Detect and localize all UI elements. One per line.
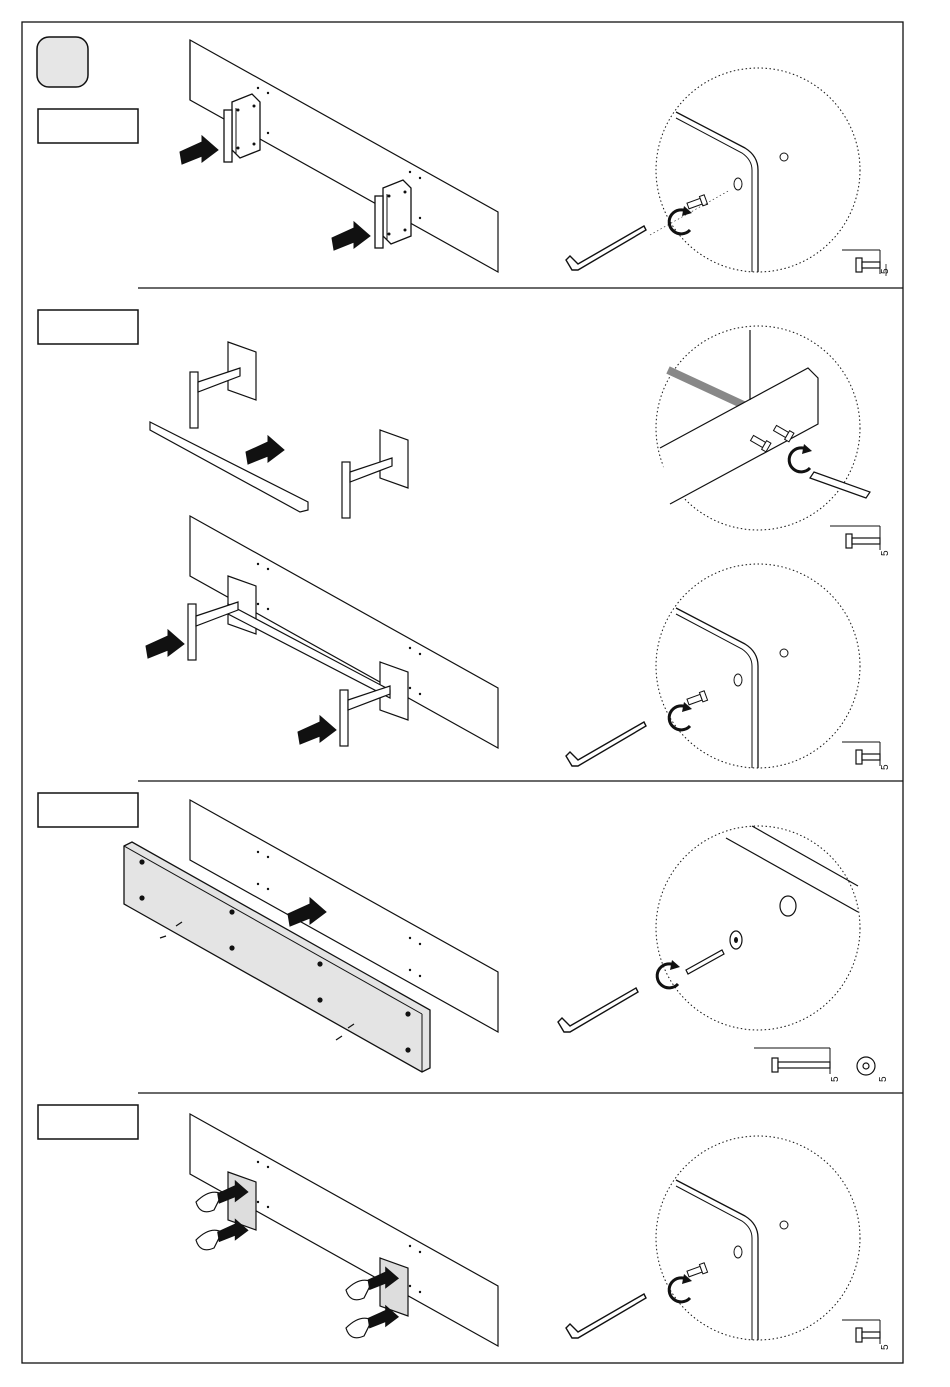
step-4-detail-circle xyxy=(566,1136,860,1340)
screw-length-label: 5 xyxy=(830,1076,841,1082)
step-4-label-box xyxy=(38,1105,138,1139)
step-4-illustration xyxy=(190,1114,498,1346)
step-2-assembly-illustration xyxy=(146,516,498,748)
screw-length-label: 5 xyxy=(880,764,891,770)
push-arrow-icon xyxy=(298,716,336,744)
washer-label: 5 xyxy=(878,1076,889,1082)
screw-length-label: 5 xyxy=(880,268,891,274)
step-2-screw-spec-a: 5 xyxy=(830,526,891,556)
push-arrow-icon xyxy=(146,630,184,658)
allen-key-icon xyxy=(566,226,646,270)
step-2-label-box xyxy=(38,310,138,344)
step-4-screw-spec: 5 xyxy=(842,1320,891,1350)
push-arrow-icon xyxy=(246,436,284,464)
push-arrow-icon xyxy=(332,222,370,250)
step-1-screw-spec: 5 xyxy=(842,250,891,276)
push-arrow-icon xyxy=(180,136,218,164)
allen-key-icon xyxy=(566,1294,646,1338)
step-3-label-box xyxy=(38,793,138,827)
step-2-screw-spec-b: 5 xyxy=(842,742,891,770)
step-3-detail-circle xyxy=(558,826,860,1032)
step-1-label-box xyxy=(38,109,138,143)
allen-key-icon xyxy=(566,722,646,766)
step-1-detail-circle xyxy=(566,68,860,272)
step-2-detail-circle-a xyxy=(656,326,870,530)
step-2-parts-illustration xyxy=(150,342,408,518)
screw-length-label: 5 xyxy=(880,550,891,556)
screw-length-label: 5 xyxy=(880,1344,891,1350)
step-3-screw-spec: 5 5 xyxy=(754,1048,889,1082)
page-number-badge xyxy=(37,37,88,87)
step-1-illustration xyxy=(180,40,498,272)
allen-key-icon xyxy=(558,988,638,1032)
step-3-illustration xyxy=(124,800,498,1072)
step-2-detail-circle-b xyxy=(566,564,860,768)
